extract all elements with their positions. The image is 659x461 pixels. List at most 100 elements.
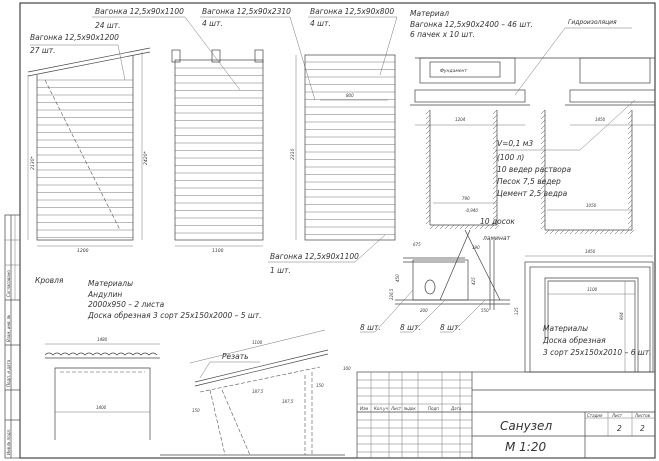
hatch-mark: [492, 209, 498, 215]
hatch-mark: [492, 149, 498, 155]
dim-800: 800: [346, 93, 354, 98]
hatch-mark: [627, 204, 633, 210]
hatch-mark: [627, 124, 633, 130]
hatch-mark: [540, 139, 546, 145]
hatch-mark: [627, 159, 633, 165]
hatch-mark: [454, 224, 460, 230]
cut-label: Резать: [222, 352, 249, 361]
hatch-mark: [429, 224, 435, 230]
hatch-mark: [540, 114, 546, 120]
foundation-label: Фундамент: [440, 68, 467, 74]
hatch-mark: [540, 149, 546, 155]
hatch-mark: [492, 134, 498, 140]
hatch-mark: [604, 229, 610, 235]
hatch-mark: [619, 229, 625, 235]
margin-replaced-inv: Взам. инв. №: [6, 315, 11, 342]
hatch-mark: [629, 229, 635, 235]
roof-front-view: 1480 1400: [44, 337, 160, 440]
hatch-mark: [540, 129, 546, 135]
dim-187-5-a: 187,5: [252, 389, 264, 394]
hatch-mark: [425, 184, 431, 190]
hatch-mark: [425, 204, 431, 210]
tb-header-date: Дата: [450, 406, 462, 411]
drawing-title: Санузел: [500, 419, 552, 433]
hatch-mark: [492, 109, 498, 115]
hatch-mark: [554, 229, 560, 235]
tb-sheet-number: 2: [617, 424, 622, 433]
dim-200: 200: [420, 308, 428, 313]
mix-line-2: Песок 7,5 ведер: [497, 177, 561, 186]
label-sill-lining: Вагонка 12,5x90x1100: [270, 252, 359, 261]
hatch-mark: [569, 229, 575, 235]
hatch-mark: [459, 224, 465, 230]
hatch-mark: [589, 229, 595, 235]
hatch-mark: [492, 174, 498, 180]
hatch-mark: [425, 199, 431, 205]
hatch-mark: [540, 219, 546, 225]
hatch-mark: [627, 169, 633, 175]
hatch-mark: [492, 144, 498, 150]
hatch-mark: [425, 119, 431, 125]
roof-mat-title: Материалы: [88, 279, 133, 288]
level-mark: -0,940: [465, 208, 478, 213]
hatch-mark: [627, 194, 633, 200]
roof-mat-1: Андулин: [87, 290, 122, 299]
hatch-mark: [425, 194, 431, 200]
tb-header-qty: Кол.уч: [374, 406, 388, 411]
side-view: 1200 2130* 2420* Вагонка 12,5x90x1200 27…: [27, 33, 151, 254]
material-note: Материал Вагонка 12,5x90x2400 – 46 шт. 6…: [410, 9, 533, 39]
hatch-mark: [599, 229, 605, 235]
drain-hole: [424, 279, 436, 295]
qty-sill-lining: 1 шт.: [270, 266, 291, 275]
hatch-mark: [492, 129, 498, 135]
margin-sign-date: Подп. и дата: [6, 359, 11, 387]
dim-226-5: 226,5: [389, 288, 394, 300]
hatch-mark: [489, 224, 495, 230]
mix-line-1: 10 ведер раствора: [497, 165, 572, 174]
roof-mat-3: Доска обрезная 3 сорт 25x150x2000 – 5 шт…: [87, 311, 262, 320]
qty-side-lining: 27 шт.: [30, 46, 56, 55]
hatch-mark: [425, 179, 431, 185]
hatch-mark: [559, 229, 565, 235]
dim-1050: 1050: [586, 203, 597, 208]
dim-2130: 2130*: [30, 156, 36, 170]
dim-frame-1450: 1450: [585, 249, 596, 254]
hatch-mark: [474, 224, 480, 230]
dim-190: 190: [472, 245, 480, 250]
hatch-mark: [464, 224, 470, 230]
dim-675: 675: [413, 242, 421, 247]
hatch-mark: [540, 109, 546, 115]
hatch-mark: [614, 229, 620, 235]
dim-1450: 1450: [595, 117, 606, 122]
hatch-mark: [425, 214, 431, 220]
hatch-mark: [492, 139, 498, 145]
dim-150-a: 150: [316, 383, 324, 388]
hatch-mark: [425, 189, 431, 195]
label-front-lining: Вагонка 12,5x90x1100: [95, 7, 184, 16]
hatch-mark: [425, 219, 431, 225]
hatch-mark: [540, 214, 546, 220]
dim-550: 550: [481, 308, 489, 313]
hatch-mark: [594, 229, 600, 235]
hatch-mark: [540, 144, 546, 150]
dim-125: 125: [514, 307, 519, 315]
foundation-section: Гидроизоляция Фундамент 1204 1450 V=0,1 …: [410, 19, 656, 235]
hatch-mark: [494, 224, 500, 230]
hatch-mark: [444, 224, 450, 230]
hatch-mark: [627, 114, 633, 120]
hatch-mark: [540, 179, 546, 185]
roof-notes: Кровля Материалы Андулин 2000x950 – 2 ли…: [35, 276, 262, 320]
hatch-mark: [425, 174, 431, 180]
hatch-mark: [627, 214, 633, 220]
hatch-mark: [492, 189, 498, 195]
dim-150-b: 150: [192, 408, 200, 413]
hatch-mark: [627, 109, 633, 115]
dim-100: 100: [343, 366, 351, 371]
hatch-mark: [425, 124, 431, 130]
tb-header-sheet: Лист: [390, 406, 402, 411]
front-view: 1100 Вагонка 12,5x90x1100 24 шт. Вагонка…: [92, 7, 316, 254]
dim-frame-1100: 1100: [587, 287, 598, 292]
hatch-mark: [479, 224, 485, 230]
hatch-mark: [627, 184, 633, 190]
